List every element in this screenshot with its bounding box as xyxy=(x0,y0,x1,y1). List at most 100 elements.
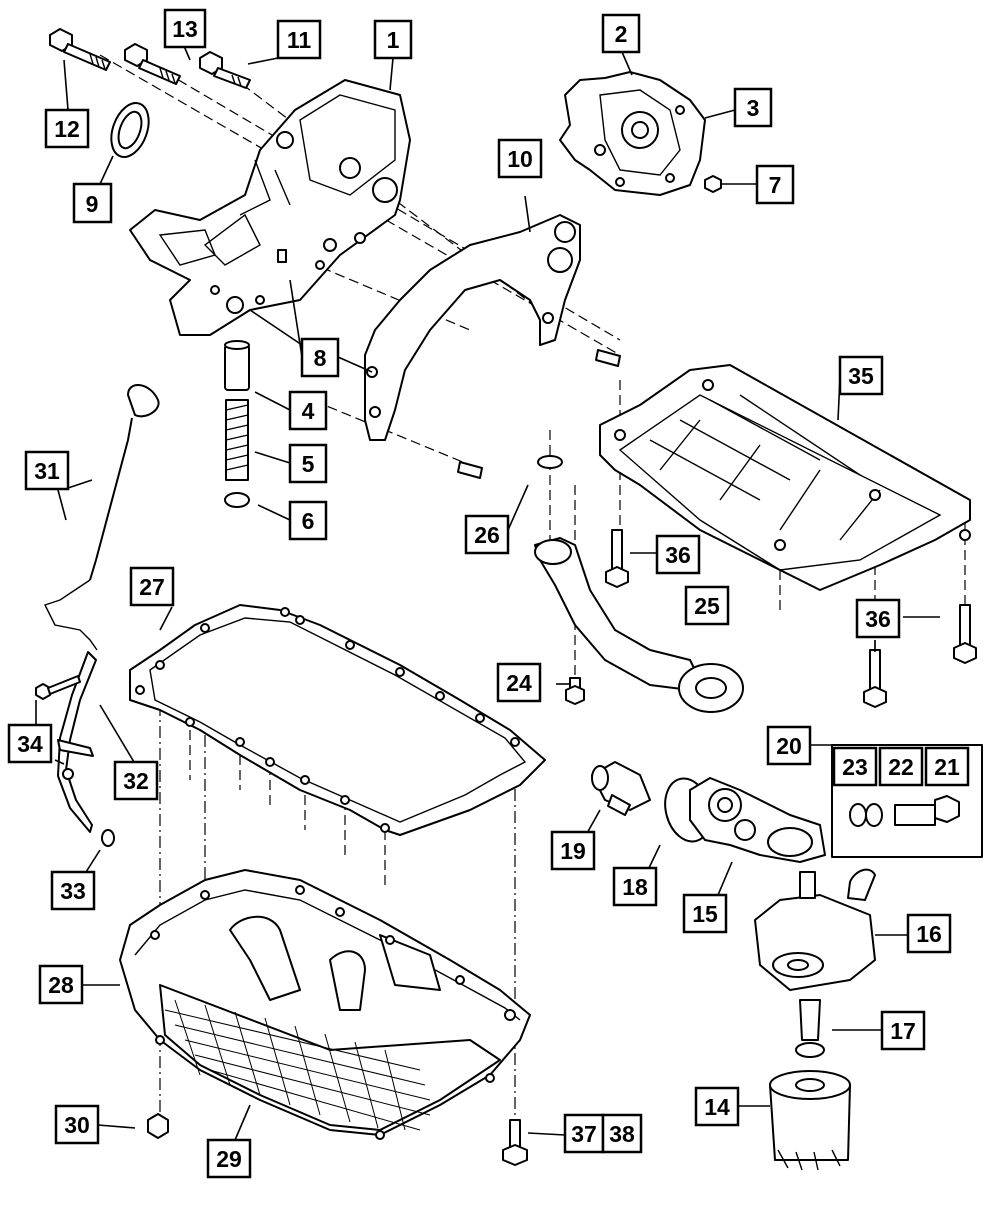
svg-text:38: 38 xyxy=(609,1121,635,1147)
svg-text:14: 14 xyxy=(704,1094,730,1120)
pan-bolt xyxy=(502,1119,528,1166)
windage-tray xyxy=(599,364,971,591)
crankshaft-seal xyxy=(110,102,150,158)
svg-text:37: 37 xyxy=(571,1121,597,1147)
callout-28: 28 xyxy=(38,964,84,1005)
svg-text:15: 15 xyxy=(692,901,718,927)
svg-text:20: 20 xyxy=(776,733,802,759)
svg-text:6: 6 xyxy=(302,508,315,534)
callout-12: 12 xyxy=(44,108,90,149)
svg-text:12: 12 xyxy=(54,116,80,142)
svg-text:23: 23 xyxy=(842,754,868,780)
callout-14: 14 xyxy=(694,1086,740,1127)
timing-cover-gasket xyxy=(364,214,581,441)
pump-bolt xyxy=(704,175,722,193)
drain-plug xyxy=(147,1113,169,1139)
svg-text:29: 29 xyxy=(216,1146,242,1172)
svg-text:35: 35 xyxy=(848,363,874,389)
svg-text:33: 33 xyxy=(60,878,86,904)
callout-26: 26 xyxy=(464,514,510,555)
svg-text:26: 26 xyxy=(474,522,500,548)
oil-filter xyxy=(769,1070,851,1171)
callout-20: 20 xyxy=(766,725,812,766)
callout-16: 16 xyxy=(906,913,952,954)
tray-bolt-left xyxy=(605,529,629,588)
callout-9: 9 xyxy=(72,182,113,224)
callout-21: 21 xyxy=(924,746,970,787)
tray-bolt-mid xyxy=(863,649,887,708)
callout-34: 34 xyxy=(7,723,53,764)
svg-text:22: 22 xyxy=(888,754,914,780)
relief-spring xyxy=(225,399,249,481)
svg-text:28: 28 xyxy=(48,972,74,998)
svg-text:17: 17 xyxy=(890,1018,916,1044)
svg-text:16: 16 xyxy=(916,921,942,947)
callout-6: 6 xyxy=(288,500,328,541)
svg-text:8: 8 xyxy=(314,345,327,371)
tube-oring xyxy=(101,829,115,847)
svg-text:13: 13 xyxy=(172,16,198,42)
svg-text:4: 4 xyxy=(302,398,315,424)
tube-bolt xyxy=(35,675,81,700)
svg-text:3: 3 xyxy=(747,95,760,121)
callout-25: 25 xyxy=(684,585,730,626)
relief-valve xyxy=(224,340,250,391)
callout-19: 19 xyxy=(550,830,596,871)
callout-31: 31 xyxy=(24,450,70,491)
pickup-oring xyxy=(537,455,563,469)
pickup-bolt xyxy=(565,677,585,705)
svg-text:36: 36 xyxy=(665,542,691,568)
callout-36-right: 36 xyxy=(855,598,901,639)
svg-text:11: 11 xyxy=(287,27,312,53)
svg-text:30: 30 xyxy=(64,1112,90,1138)
svg-text:34: 34 xyxy=(17,731,43,757)
callout-15: 15 xyxy=(682,893,728,934)
svg-text:25: 25 xyxy=(694,593,720,619)
dipstick-tube xyxy=(57,651,97,833)
oil-pump xyxy=(559,71,706,196)
callout-32: 32 xyxy=(113,760,159,801)
callout-37: 37 xyxy=(563,1113,605,1154)
adapter-kit-valve xyxy=(894,795,960,826)
callout-36-left: 36 xyxy=(655,534,701,575)
callout-24: 24 xyxy=(496,662,542,703)
svg-text:31: 31 xyxy=(34,458,60,484)
callout-29: 29 xyxy=(206,1138,252,1179)
callout-30: 30 xyxy=(54,1104,100,1145)
svg-text:36: 36 xyxy=(865,606,891,632)
callout-7: 7 xyxy=(755,164,795,205)
leader-lines xyxy=(35,45,940,1141)
oil-pressure-sensor xyxy=(591,761,651,816)
callout-22: 22 xyxy=(878,746,924,787)
callout-17: 17 xyxy=(880,1010,926,1051)
oil-pan xyxy=(119,869,531,1140)
callout-3: 3 xyxy=(733,87,773,128)
callout-5: 5 xyxy=(288,443,328,484)
oil-pan-gasket xyxy=(129,604,546,836)
callout-35: 35 xyxy=(838,355,884,396)
callout-38: 38 xyxy=(601,1113,643,1154)
svg-text:2: 2 xyxy=(615,21,628,47)
callout-13: 13 xyxy=(163,8,207,49)
svg-text:24: 24 xyxy=(506,670,532,696)
oil-pickup-tube xyxy=(534,537,744,713)
callout-11: 11 xyxy=(276,19,322,60)
filter-stud xyxy=(795,999,825,1058)
callout-23: 23 xyxy=(832,746,878,787)
callout-2: 2 xyxy=(601,13,641,54)
svg-text:18: 18 xyxy=(622,874,648,900)
svg-text:32: 32 xyxy=(123,768,149,794)
svg-text:1: 1 xyxy=(387,27,400,53)
svg-text:21: 21 xyxy=(934,754,960,780)
oil-cooler xyxy=(754,868,876,991)
relief-oring xyxy=(224,492,250,508)
svg-text:10: 10 xyxy=(507,146,533,172)
dowel-pins xyxy=(457,349,621,479)
bolt-13 xyxy=(124,43,181,85)
oil-pan-baffle-grid xyxy=(164,999,431,1131)
bolt-11 xyxy=(199,51,251,89)
svg-text:27: 27 xyxy=(139,574,165,600)
oil-filter-adapter xyxy=(689,777,826,863)
callout-4: 4 xyxy=(288,390,328,431)
